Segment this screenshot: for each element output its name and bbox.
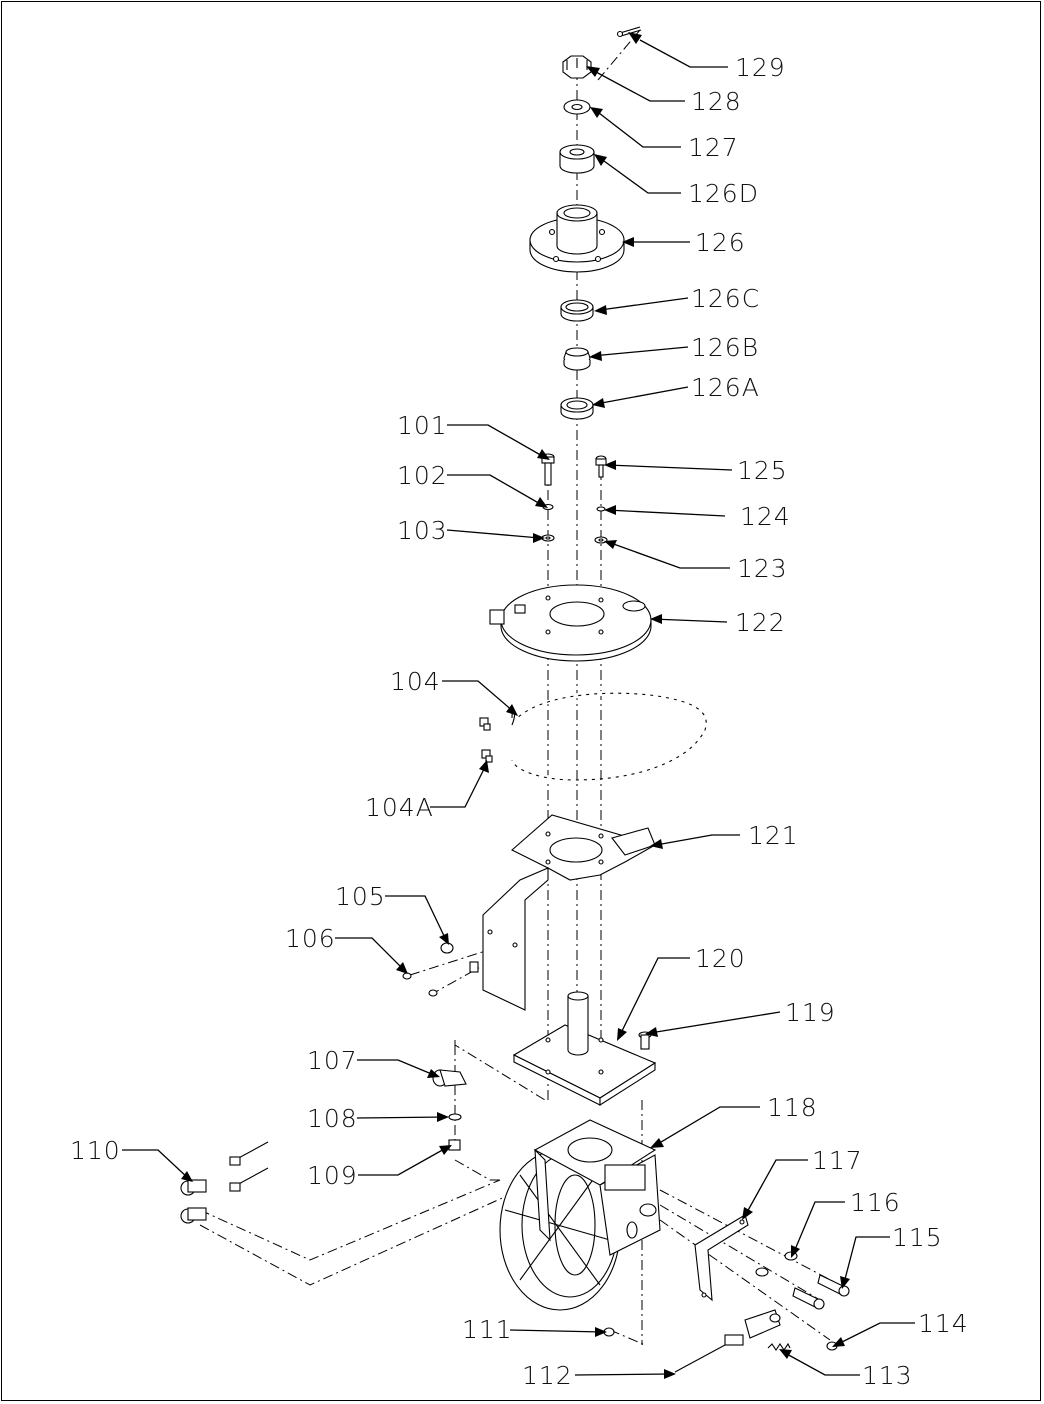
part-126C-bearing-cup: [560, 299, 594, 322]
callout-105: 105: [335, 882, 386, 911]
part-104-roller-chain: [509, 690, 709, 783]
callout-114: 114: [918, 1309, 969, 1338]
callout-126B: 126B: [691, 333, 759, 362]
callout-129: 129: [735, 53, 786, 82]
part-110-cable-ends: [180, 1141, 269, 1224]
part-116-washer: [755, 1251, 798, 1277]
callout-126D: 126D: [688, 179, 759, 208]
callout-104A: 104A: [365, 793, 434, 822]
callout-115: 115: [892, 1223, 943, 1252]
callout-101: 101: [397, 411, 448, 440]
part-126-flange-housing: [529, 204, 625, 273]
part-117-brake-bracket: [694, 1214, 749, 1302]
callout-116: 116: [850, 1188, 901, 1217]
part-126B-bearing-cone: [563, 347, 591, 371]
part-113-spring: [767, 1342, 791, 1351]
part-106-screw: [402, 972, 438, 997]
part-118-caster-fork: [533, 1119, 661, 1256]
callout-128: 128: [691, 87, 742, 116]
part-126A-seal: [560, 397, 594, 420]
part-109-nut: [448, 1139, 461, 1151]
callout-leaders: [122, 32, 915, 1379]
part-104A-master-link: [479, 717, 493, 763]
part-123-flat-washer: [594, 536, 608, 544]
callout-126C: 126C: [691, 284, 760, 313]
callout-126A: 126A: [691, 373, 760, 402]
callout-122: 122: [735, 608, 786, 637]
callout-104: 104: [390, 667, 441, 696]
callout-106: 106: [285, 924, 336, 953]
part-126D-spacer: [559, 144, 595, 174]
callout-109: 109: [307, 1161, 358, 1190]
part-107-clamp: [432, 1069, 467, 1087]
callout-124: 124: [740, 502, 791, 531]
callout-121: 121: [748, 821, 799, 850]
callout-117: 117: [812, 1146, 863, 1175]
callout-110: 110: [70, 1136, 121, 1165]
part-120-kingpin-plate: [512, 991, 657, 1107]
callout-102: 102: [397, 461, 448, 490]
part-105-clip: [440, 942, 479, 973]
part-125-bolt: [595, 455, 607, 478]
callout-118: 118: [767, 1093, 818, 1122]
part-108-washer: [448, 1113, 462, 1121]
callout-111: 111: [462, 1315, 513, 1344]
callout-119: 119: [785, 998, 836, 1027]
part-128-castle-nut: [562, 55, 592, 79]
callout-107: 107: [307, 1046, 358, 1075]
callout-120: 120: [695, 944, 746, 973]
callout-labels: 129 128 127 126D 126 126C 126B 126A 101 …: [70, 53, 969, 1390]
part-122-sprocket-plate: [489, 584, 652, 662]
callout-103: 103: [397, 516, 448, 545]
callout-126: 126: [695, 228, 746, 257]
part-124-lock-washer: [596, 506, 606, 512]
callout-108: 108: [307, 1104, 358, 1133]
callout-113: 113: [862, 1361, 913, 1390]
callout-112: 112: [522, 1361, 573, 1390]
part-121-mounting-bracket: [482, 814, 657, 1011]
part-127-washer: [563, 99, 591, 115]
callout-127: 127: [688, 133, 739, 162]
part-112-brake-cable: [674, 1309, 781, 1373]
callout-123: 123: [737, 554, 788, 583]
part-115-bolt: [792, 1274, 850, 1310]
callout-125: 125: [737, 456, 788, 485]
